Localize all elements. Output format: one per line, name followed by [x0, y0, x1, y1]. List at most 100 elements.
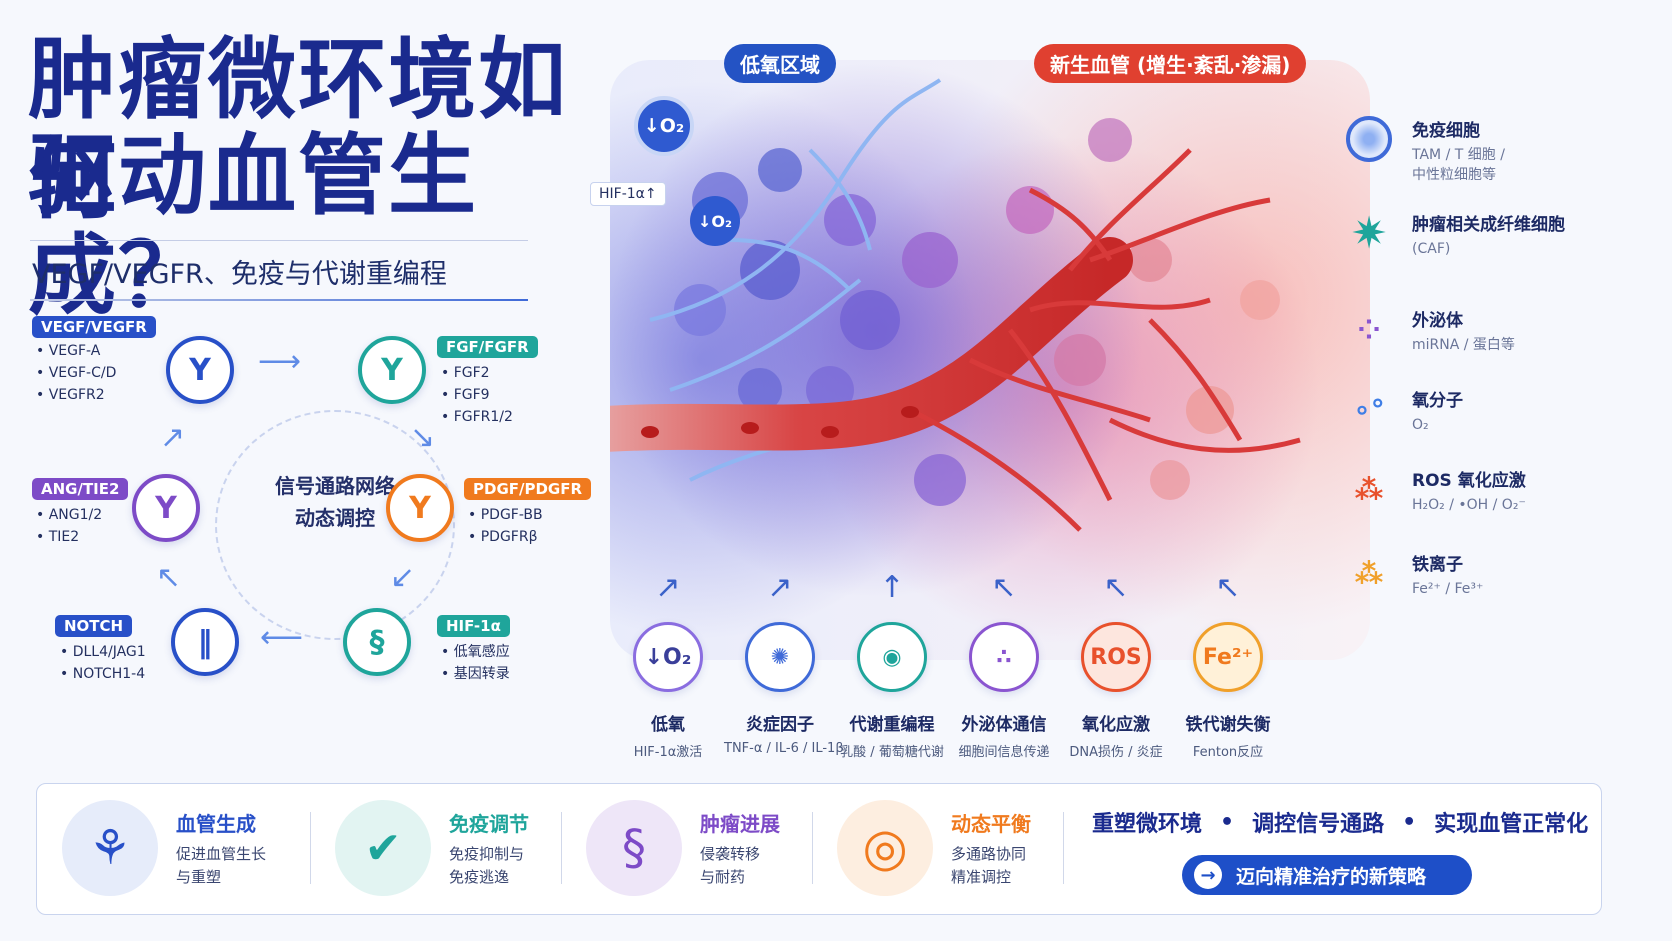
cycle-arrow-icon: ↘: [410, 420, 436, 455]
legend-ros: ⁂ ROS 氧化应激 H₂O₂ / •OH / O₂⁻: [1346, 466, 1526, 515]
title-divider: [30, 240, 528, 241]
card-divider: [310, 812, 311, 884]
card-divider: [812, 812, 813, 884]
ros-icon: ROS: [1081, 622, 1151, 692]
legend-name: 免疫细胞: [1412, 121, 1480, 141]
factor-inflammation: ✺ 炎症因子 TNF-α / IL-6 / IL-1β: [724, 622, 844, 760]
title-line2: 驱动血管生成？: [28, 124, 479, 327]
group-item: TIE2: [36, 526, 102, 548]
legend-name: 氧分子: [1412, 391, 1463, 411]
group-label-ang: ANG/TIE2: [32, 478, 129, 500]
factor-name: 低氧: [651, 715, 685, 735]
factor-exosome: ∴ 外泌体通信 细胞间信息传递: [948, 622, 1060, 760]
factor-name: 代谢重编程: [849, 715, 935, 735]
slogan-3: 实现血管正常化: [1434, 812, 1589, 837]
cycle-arrow-icon: ↗: [160, 420, 186, 455]
factor-sub: DNA损伤 / 炎症: [1069, 745, 1163, 760]
network-ring: [215, 410, 455, 640]
shield-icon: ✔: [335, 800, 431, 896]
group-item: DLL4/JAG1: [60, 641, 146, 663]
subtitle: VEGF/VEGFR、免疫与代谢重编程: [32, 259, 447, 290]
card-angiogenesis: ⚘ 血管生成 促进血管生长 与重塑: [62, 800, 310, 896]
group-list-vegf: VEGF-A VEGF-C/D VEGFR2: [36, 340, 117, 406]
card-line: 侵袭转移: [700, 844, 761, 863]
receptor-icon-ang: Y: [132, 474, 200, 542]
factor-iron: Fe²⁺ 铁代谢失衡 Fenton反应: [1172, 622, 1284, 760]
new-vessels: [908, 148, 1301, 532]
factor-sub: HIF-1α激活: [633, 745, 703, 760]
card-line: 精准调控: [951, 867, 1012, 886]
group-item: VEGF-C/D: [36, 362, 117, 384]
group-label-hif: HIF-1α: [437, 615, 510, 637]
card-line: 多通路协同: [951, 844, 1027, 863]
legend-sub: Fe²⁺ / Fe³⁺: [1412, 581, 1484, 597]
receptor-icon-pdgf: Y: [386, 474, 454, 542]
legend-immune: 免疫细胞 TAM / T 细胞 / 中性粒细胞等: [1346, 116, 1505, 185]
slogan-dot: •: [1402, 809, 1417, 835]
cta-button[interactable]: → 迈向精准治疗的新策略: [1182, 855, 1472, 895]
legend-sub: (CAF): [1412, 241, 1451, 257]
group-item: FGFR1/2: [441, 406, 513, 428]
slogan-dot: •: [1220, 809, 1235, 835]
legend-name: ROS 氧化应激: [1412, 471, 1526, 491]
hypoxia-icon: ↓O₂: [633, 622, 703, 692]
card-title: 动态平衡: [951, 811, 1031, 836]
subtitle-underline: [30, 299, 528, 301]
legend-caf: ✷ 肿瘤相关成纤维细胞 (CAF): [1346, 208, 1565, 259]
cycle-arrow-icon: ⟵: [260, 620, 304, 655]
legend-name: 铁离子: [1412, 555, 1463, 575]
network-center-line2: 动态调控: [295, 506, 375, 530]
legend-sub: H₂O₂ / •OH / O₂⁻: [1412, 497, 1526, 513]
angiogenesis-tag: 新生血管 (增生·紊乱·渗漏): [1034, 44, 1307, 83]
card-title: 肿瘤进展: [700, 811, 780, 836]
group-item: VEGFR2: [36, 384, 116, 406]
card-progression: § 肿瘤进展 侵袭转移 与耐药: [562, 800, 812, 896]
card-immune: ✔ 免疫调节 免疫抑制与 免疫逃逸: [311, 800, 561, 896]
metabolism-icon: ◉: [857, 622, 927, 692]
group-item: PDGFRβ: [468, 526, 543, 548]
title-line1: 肿瘤微环境如何: [28, 28, 569, 231]
up-arrow-icon: ↗: [655, 570, 681, 605]
group-item: PDGF-BB: [468, 504, 543, 526]
legend-sub: O₂: [1412, 417, 1429, 433]
card-title: 免疫调节: [449, 811, 529, 836]
up-arrow-icon: ↑: [879, 570, 905, 605]
up-arrow-icon: ↖: [1103, 570, 1129, 605]
card-line: 与耐药: [700, 867, 746, 886]
factors-row: ↓O₂ 低氧 HIF-1α激活 ✺ 炎症因子 TNF-α / IL-6 / IL…: [612, 622, 1284, 760]
factor-sub: 乳酸 / 葡萄糖代谢: [840, 745, 944, 760]
slogan-2: 调控信号通路: [1252, 812, 1385, 837]
group-list-hif: 低氧感应 基因转录: [441, 641, 510, 685]
receptor-icon-vegf: Y: [166, 336, 234, 404]
up-arrow-icon: ↗: [767, 570, 793, 605]
oxygen-icon: ∘°: [1353, 392, 1385, 426]
group-item: FGF9: [441, 384, 513, 406]
group-item: FGF2: [441, 362, 513, 384]
iron-icon: Fe²⁺: [1193, 622, 1263, 692]
arrow-right-icon: →: [1194, 861, 1222, 889]
notch-receptor-icon: ‖: [171, 608, 239, 676]
factor-metabolism: ◉ 代谢重编程 乳酸 / 葡萄糖代谢: [836, 622, 948, 760]
vessel-branch-icon: ⚘: [62, 800, 158, 896]
factor-sub: TNF-α / IL-6 / IL-1β: [724, 741, 844, 756]
legend-sub: miRNA / 蛋白等: [1412, 337, 1515, 353]
card-divider: [561, 812, 562, 884]
dna-icon: §: [586, 800, 682, 896]
group-label-pdgf: PDGF/PDGFR: [464, 478, 592, 500]
group-item: NOTCH1-4: [60, 663, 146, 685]
legend-sub: TAM / T 细胞 /: [1412, 147, 1505, 163]
tumor-microenvironment-illustration: [610, 60, 1370, 660]
group-item: VEGF-A: [36, 340, 116, 362]
group-label-notch: NOTCH: [55, 615, 133, 637]
cta-label: 迈向精准治疗的新策略: [1236, 865, 1427, 888]
exosome-icon: ⁘: [1357, 312, 1381, 346]
factor-name: 氧化应激: [1082, 715, 1150, 735]
target-icon: ◎: [837, 800, 933, 896]
network-center-label: 信号通路网络 动态调控: [215, 470, 455, 534]
card-divider: [1063, 812, 1064, 884]
o2-badge-icon: ↓O₂: [690, 196, 740, 246]
group-item: 基因转录: [441, 663, 510, 685]
factor-hypoxia: ↓O₂ 低氧 HIF-1α激活: [612, 622, 724, 760]
red-blood-cells: [641, 406, 919, 438]
card-line: 促进血管生长: [176, 844, 267, 863]
